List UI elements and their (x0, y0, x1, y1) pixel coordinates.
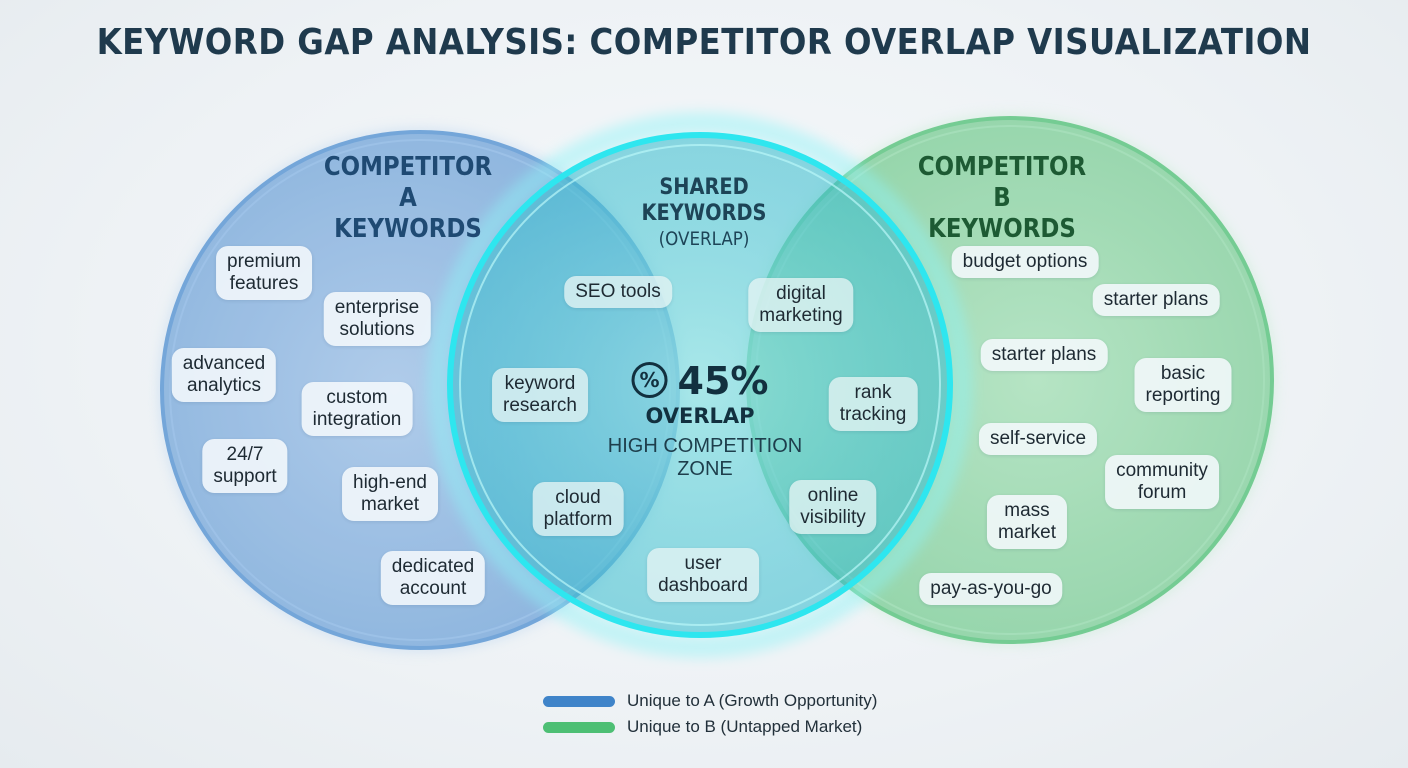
keyword-pill: starter plans (980, 339, 1108, 371)
keyword-pill: SEO tools (564, 276, 672, 308)
shared-circle-glow (427, 112, 973, 658)
competitor-b-heading-line2: KEYWORDS (928, 214, 1076, 245)
competitor-b-heading: COMPETITOR B KEYWORDS (914, 152, 1090, 246)
shared-heading: SHARED KEYWORDS (OVERLAP) (616, 175, 792, 251)
keyword-pill: pay-as-you-go (919, 573, 1063, 605)
shared-heading-line3: (OVERLAP) (658, 227, 750, 250)
competition-zone-label: HIGH COMPETITION ZONE (607, 435, 803, 480)
overlap-percentage: %45% (631, 359, 769, 403)
legend-item-b: Unique to B (Untapped Market) (543, 714, 877, 740)
legend-swatch-a (543, 695, 615, 707)
overlap-label: OVERLAP (645, 404, 755, 428)
legend-item-a: Unique to A (Growth Opportunity) (543, 688, 877, 714)
keyword-pill: budget options (951, 246, 1099, 278)
overlap-percentage-value: 45% (677, 359, 769, 403)
shared-circle-inner-ring (459, 144, 941, 626)
shared-heading-line1: SHARED (659, 175, 749, 200)
legend: Unique to A (Growth Opportunity) Unique … (543, 688, 877, 740)
legend-swatch-b (543, 721, 615, 733)
page-title: KEYWORD GAP ANALYSIS: COMPETITOR OVERLAP… (96, 22, 1312, 63)
keyword-pill: self-service (978, 423, 1098, 455)
keyword-pill: starter plans (1092, 284, 1220, 316)
percent-icon: % (631, 361, 668, 398)
competitor-b-heading-line1: COMPETITOR B (917, 152, 1087, 214)
competitor-a-heading-line1: COMPETITOR A (323, 152, 493, 214)
competitor-a-heading-line2: KEYWORDS (334, 214, 482, 245)
competitor-a-heading: COMPETITOR A KEYWORDS (320, 152, 496, 246)
legend-label-b: Unique to B (Untapped Market) (627, 717, 863, 736)
legend-label-a: Unique to A (Growth Opportunity) (627, 691, 878, 710)
shared-heading-line2: KEYWORDS (641, 201, 767, 227)
